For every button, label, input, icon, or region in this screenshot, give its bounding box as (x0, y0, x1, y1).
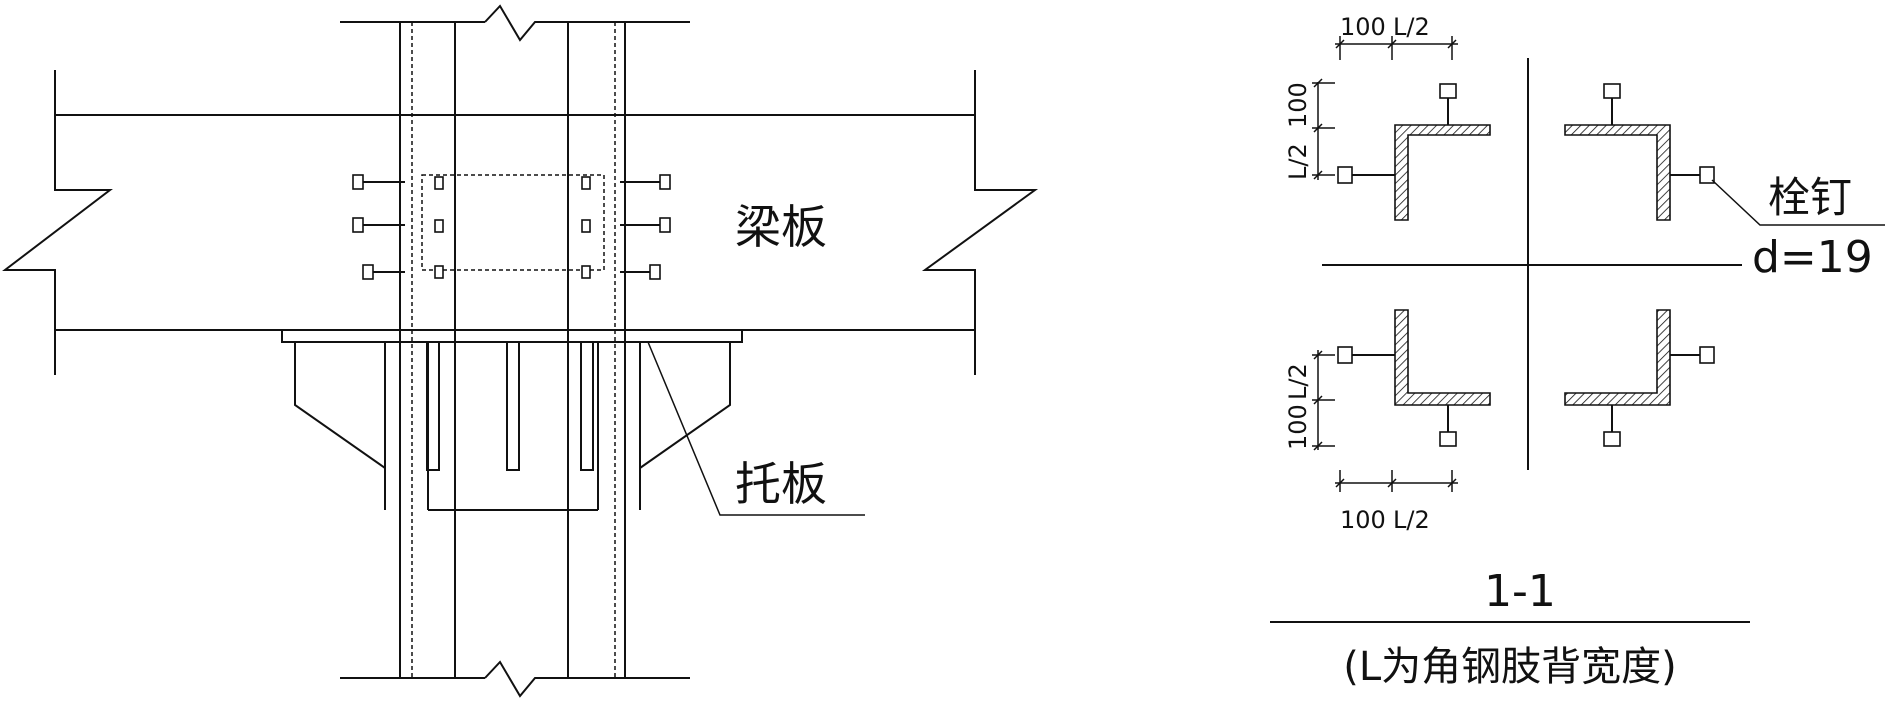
elevation-view: 梁板 托板 (2, 4, 1039, 698)
beam-slab-label: 梁板 (735, 200, 827, 254)
stud-diameter-label: d=19 (1752, 232, 1873, 283)
stud-leader-line (1711, 179, 1885, 226)
section-1-1: 100 L/2 L/2 100 L/2 100 100 L/2 栓钉 d=19 … (1270, 13, 1885, 690)
stud (1337, 346, 1395, 364)
stud (1337, 166, 1395, 184)
stud (1670, 346, 1715, 364)
stud (1603, 83, 1621, 125)
stud-head (581, 265, 591, 279)
stud (1439, 405, 1457, 447)
dim-bottom-half: L/2 (1393, 506, 1430, 534)
stud-label: 栓钉 (1768, 173, 1852, 222)
stud-head (434, 265, 444, 279)
bracket-plate (281, 329, 743, 511)
embedded-plate-hidden (421, 174, 605, 271)
dim-top-half: L/2 (1393, 13, 1430, 41)
studs-elevation (352, 174, 671, 280)
stud (362, 264, 405, 280)
dim-top-hundred: 100 (1340, 13, 1386, 41)
stud-head (581, 176, 591, 190)
angle-bottom-left (1394, 309, 1491, 406)
steel-column (340, 4, 690, 698)
dim-left-lower-hundred: 100 (1284, 404, 1312, 450)
bracket-plate-label: 托板 (735, 457, 827, 511)
dim-left-upper-half: L/2 (1284, 143, 1312, 180)
stud-head (434, 219, 444, 233)
studs-section (1337, 83, 1715, 447)
section-mark-label: 1-1 (1484, 566, 1556, 617)
stud (620, 264, 661, 280)
stud (352, 174, 405, 190)
angle-top-right (1564, 124, 1671, 221)
beam-slab (2, 70, 1039, 375)
stud (620, 217, 671, 233)
dimension-lines (1312, 36, 1458, 492)
dim-left-lower-half: L/2 (1284, 363, 1312, 400)
stud (1603, 405, 1621, 447)
section-note-label: (L为角钢肢背宽度) (1343, 644, 1677, 690)
stud (1670, 166, 1715, 184)
dim-bottom-hundred: 100 (1340, 506, 1386, 534)
stud-head (434, 176, 444, 190)
dim-left-upper-hundred: 100 (1284, 82, 1312, 128)
angle-top-left (1394, 124, 1491, 221)
stud-head (581, 219, 591, 233)
angle-bottom-right (1564, 309, 1671, 406)
bracket-leader-line (647, 341, 865, 516)
stud (352, 217, 405, 233)
stud (1439, 83, 1457, 125)
stud (620, 174, 671, 190)
